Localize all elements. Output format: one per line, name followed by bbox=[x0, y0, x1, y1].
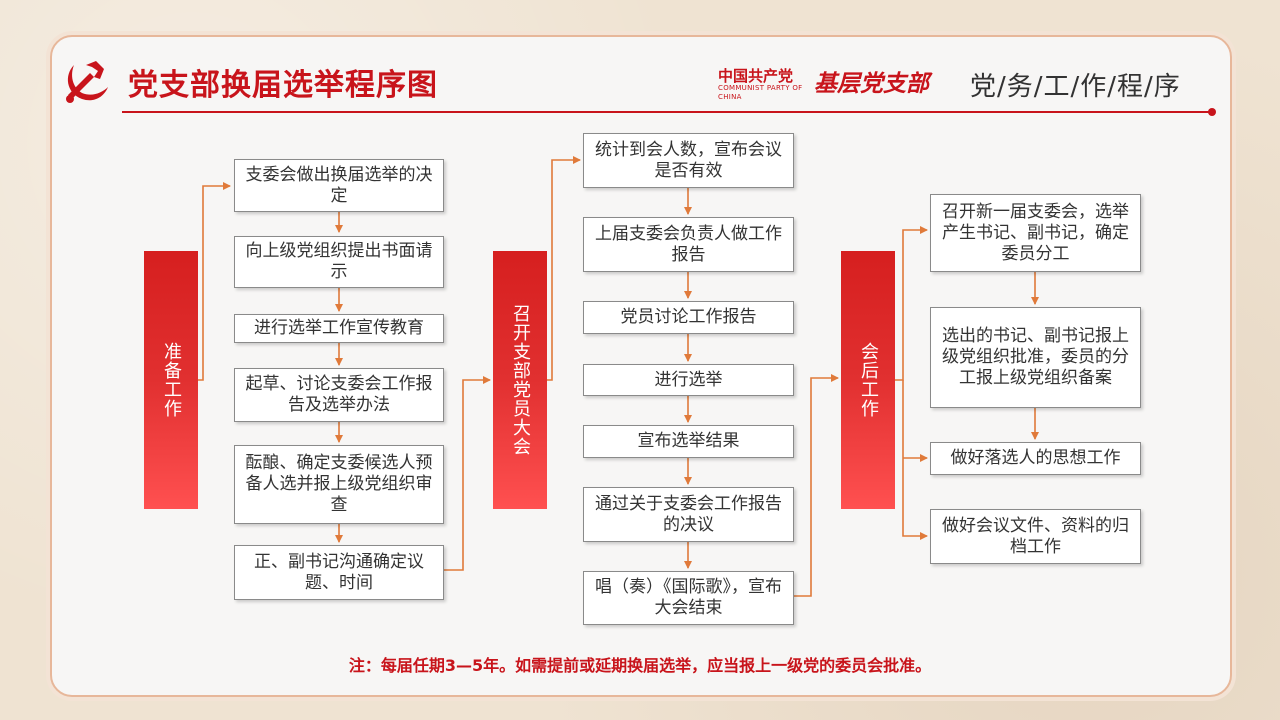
header-divider bbox=[122, 111, 1212, 113]
prepare-step-1: 支委会做出换届选举的决定 bbox=[234, 159, 444, 212]
stage-prepare: 准备工作 bbox=[144, 251, 198, 509]
after-step-3: 做好落选人的思想工作 bbox=[930, 442, 1141, 475]
footnote: 注：每届任期3—5年。如需提前或延期换届选举，应当报上一级党的委员会批准。 bbox=[348, 656, 932, 675]
prepare-step-3: 进行选举工作宣传教育 bbox=[234, 314, 444, 343]
stage-after: 会后工作 bbox=[841, 251, 895, 509]
meeting-step-5: 宣布选举结果 bbox=[583, 425, 794, 458]
meeting-step-6: 通过关于支委会工作报告的决议 bbox=[583, 487, 794, 542]
after-step-4: 做好会议文件、资料的归档工作 bbox=[930, 509, 1141, 564]
brand-line1: 中国共产党 bbox=[718, 67, 794, 85]
brand-logo: 中国共产党 COMMUNIST PARTY OF CHINA bbox=[718, 67, 818, 101]
prepare-step-5: 酝酿、确定支委候选人预备人选并报上级党组织审查 bbox=[234, 445, 444, 524]
header-divider-dot bbox=[1208, 108, 1216, 116]
meeting-step-2: 上届支委会负责人做工作报告 bbox=[583, 217, 794, 272]
brand-line2: COMMUNIST PARTY OF CHINA bbox=[718, 84, 803, 101]
after-step-2: 选出的书记、副书记报上级党组织批准，委员的分工报上级党组织备案 bbox=[930, 307, 1141, 408]
meeting-step-4: 进行选举 bbox=[583, 364, 794, 396]
page-title: 党支部换届选举程序图 bbox=[128, 68, 438, 103]
meeting-step-7: 唱（奏）《国际歌》，宣布大会结束 bbox=[583, 571, 794, 625]
brand-main: 基层党支部 bbox=[814, 71, 929, 97]
after-step-1: 召开新一届支委会，选举产生书记、副书记，确定委员分工 bbox=[930, 194, 1141, 272]
meeting-step-3: 党员讨论工作报告 bbox=[583, 301, 794, 334]
meeting-step-1: 统计到会人数，宣布会议是否有效 bbox=[583, 133, 794, 188]
prepare-step-4: 起草、讨论支委会工作报告及选举办法 bbox=[234, 368, 444, 422]
prepare-step-6: 正、副书记沟通确定议题、时间 bbox=[234, 545, 444, 600]
page-subtitle: 党/务/工/作/程/序 bbox=[970, 72, 1181, 102]
prepare-step-2: 向上级党组织提出书面请示 bbox=[234, 236, 444, 288]
party-emblem-icon bbox=[66, 61, 108, 103]
stage-meeting: 召开支部党员大会 bbox=[493, 251, 547, 509]
